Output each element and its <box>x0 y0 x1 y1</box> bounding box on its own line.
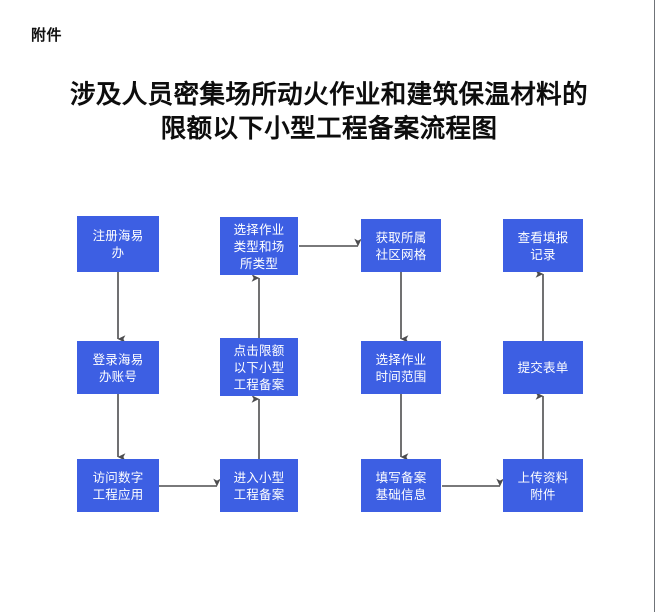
flowchart-node-n6: 选择作业 类型和场 所类型 <box>220 217 298 275</box>
attachment-label: 附件 <box>31 26 63 44</box>
page-edge-rule <box>654 0 655 612</box>
flowchart-node-n12: 查看填报 记录 <box>503 219 583 272</box>
page-title: 涉及人员密集场所动火作业和建筑保温材料的 限额以下小型工程备案流程图 <box>22 78 636 146</box>
flowchart-node-n3: 访问数字 工程应用 <box>77 459 159 512</box>
flowchart-node-n5: 点击限额 以下小型 工程备案 <box>220 338 298 396</box>
flowchart-node-n11: 提交表单 <box>503 341 583 394</box>
page-title-line-1: 涉及人员密集场所动火作业和建筑保温材料的 <box>69 80 588 110</box>
flowchart-node-n9: 填写备案 基础信息 <box>361 459 441 512</box>
flowchart-node-n2: 登录海易 办账号 <box>77 341 159 394</box>
flowchart-node-n7: 获取所属 社区网格 <box>361 219 441 272</box>
flowchart-node-n10: 上传资料 附件 <box>503 459 583 512</box>
flowchart-node-n8: 选择作业 时间范围 <box>361 341 441 394</box>
flowchart-node-n4: 进入小型 工程备案 <box>220 459 298 512</box>
flowchart-node-n1: 注册海易 办 <box>77 216 159 272</box>
page-title-line-2: 限额以下小型工程备案流程图 <box>160 114 498 144</box>
